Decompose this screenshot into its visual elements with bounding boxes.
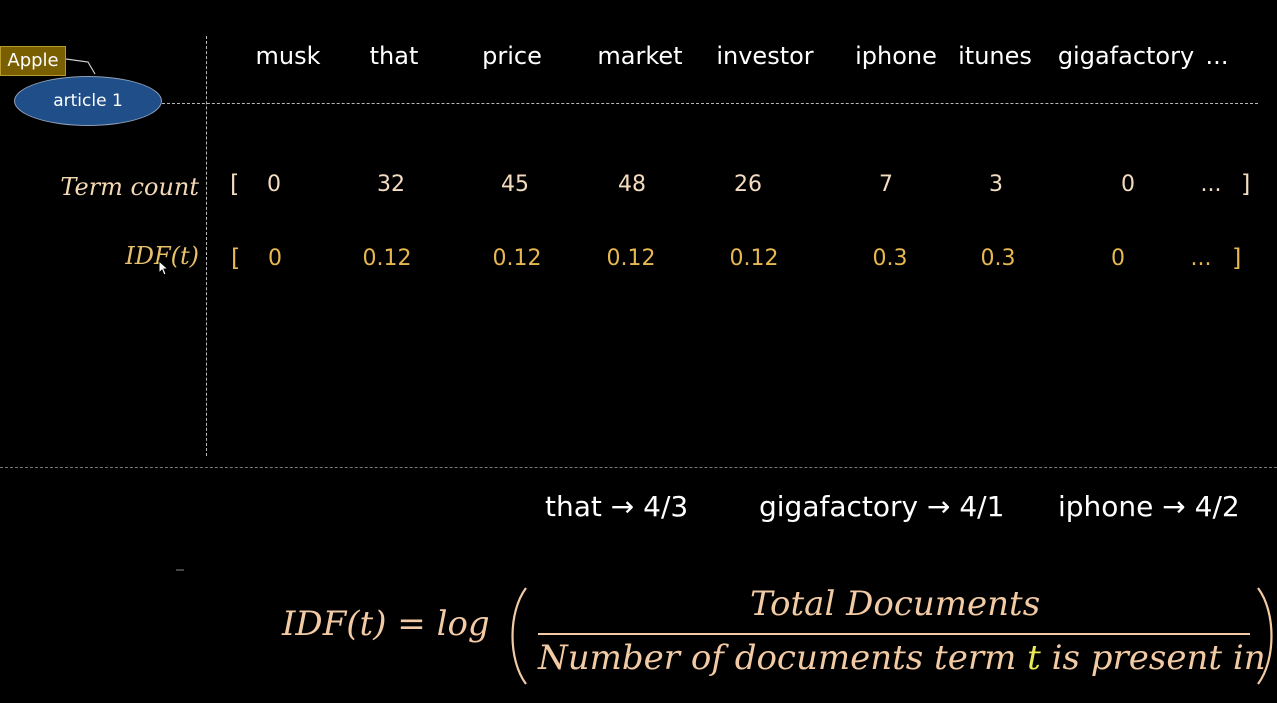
term-header: investor — [716, 42, 814, 70]
ratio-example: iphone → 4/2 — [1058, 490, 1240, 523]
term-header: price — [482, 42, 542, 70]
article-bubble: article 1 — [14, 76, 162, 126]
term-header: that — [369, 42, 419, 70]
term-header: musk — [255, 42, 321, 70]
denominator-before: Number of documents term — [538, 638, 1028, 678]
term-header: gigafactory — [1057, 42, 1195, 70]
section-divider — [0, 467, 1277, 468]
tag-connector — [66, 58, 96, 75]
term-count-value: 48 — [618, 172, 646, 197]
fraction-bar — [538, 633, 1250, 635]
term-header: ... — [1205, 42, 1229, 70]
vertical-divider — [206, 36, 207, 456]
term-count-value: 26 — [734, 172, 762, 197]
header-divider — [162, 103, 1258, 104]
term-variable: t — [1027, 638, 1041, 678]
denominator-after: is present in — [1040, 638, 1266, 678]
idf-value: 0.12 — [492, 246, 542, 271]
left-paren — [511, 587, 527, 685]
idf-value: ... — [1190, 246, 1212, 271]
formula-denominator: Number of documents term t is present in — [538, 638, 1266, 678]
apple-tag: Apple — [0, 46, 66, 76]
term-count-value: 0 — [267, 172, 281, 197]
term-count-value: 3 — [989, 172, 1003, 197]
term-count-value: 0 — [1121, 172, 1135, 197]
term-header: itunes — [958, 42, 1032, 70]
faint-mark — [176, 569, 184, 571]
ratio-example: gigafactory → 4/1 — [759, 490, 1005, 523]
open-bracket: [ — [230, 170, 240, 198]
open-bracket: [ — [231, 244, 241, 272]
idf-value: 0 — [1111, 246, 1125, 271]
term-header: market — [597, 42, 683, 70]
formula-numerator: Total Documents — [750, 584, 1041, 624]
formula-lhs: IDF(t) = log — [282, 604, 490, 644]
close-bracket: ] — [1232, 244, 1242, 272]
term-count-value: ... — [1200, 172, 1222, 197]
idf-value: 0.3 — [872, 246, 908, 271]
idf-value: 0.12 — [606, 246, 656, 271]
mouse-cursor-icon — [158, 260, 170, 276]
term-count-value: 7 — [879, 172, 893, 197]
close-bracket: ] — [1241, 170, 1251, 198]
idf-value: 0 — [268, 246, 282, 271]
right-paren — [1257, 587, 1273, 685]
idf-value: 0.12 — [362, 246, 412, 271]
term-count-value: 32 — [377, 172, 405, 197]
ratio-example: that → 4/3 — [545, 490, 689, 523]
term-header: iphone — [855, 42, 937, 70]
idf-value: 0.12 — [729, 246, 779, 271]
term-count-value: 45 — [501, 172, 529, 197]
term-count-label: Term count — [60, 173, 199, 201]
idf-value: 0.3 — [980, 246, 1016, 271]
